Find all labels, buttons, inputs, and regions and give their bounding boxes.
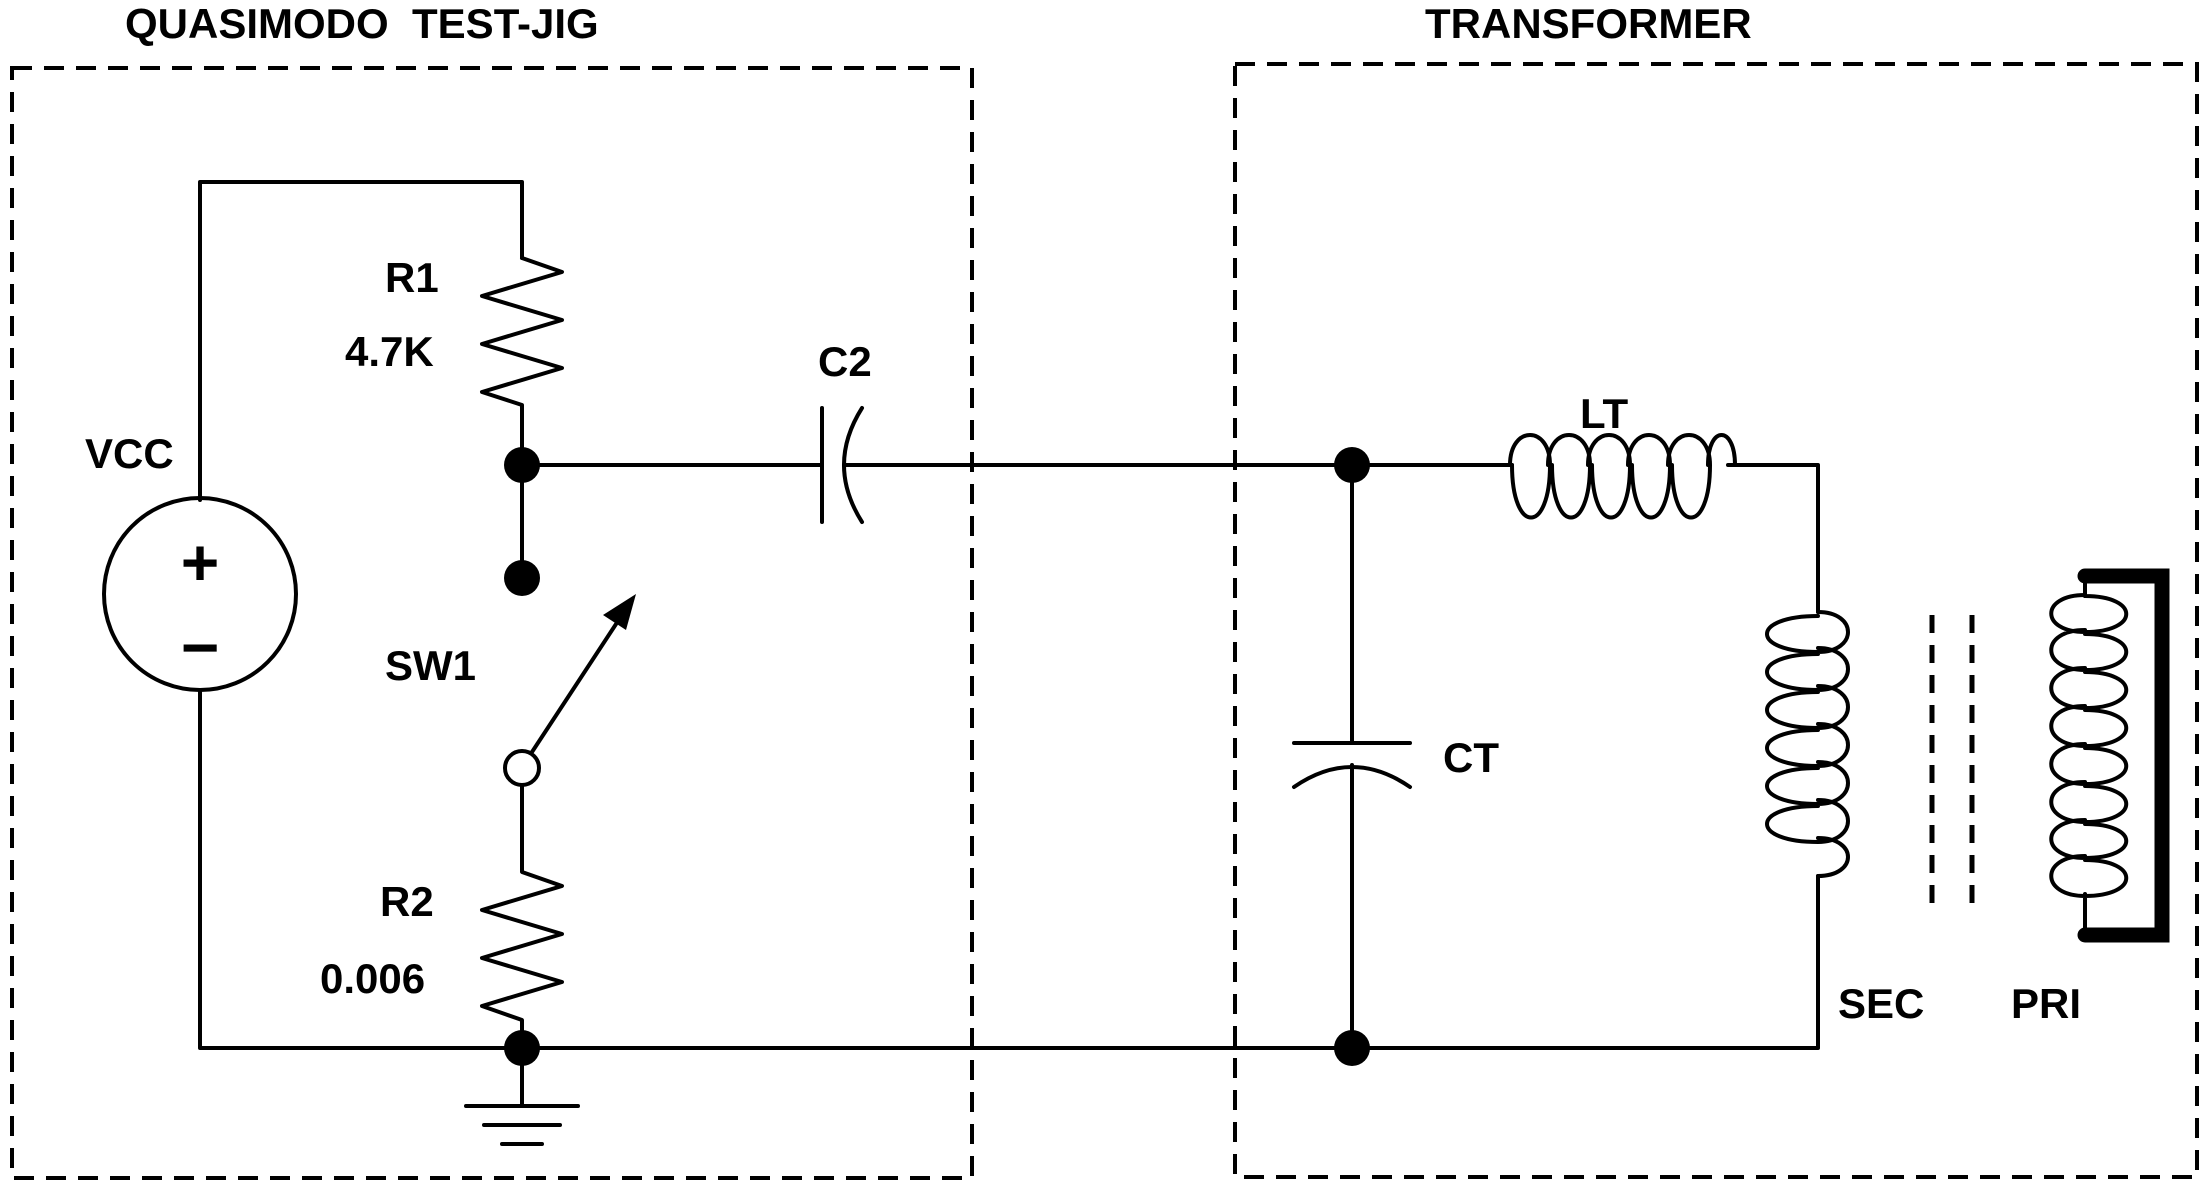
switch-lever (530, 616, 622, 754)
lt-label: LT (1580, 390, 1629, 437)
r1-value: 4.7K (345, 328, 434, 375)
vcc-top-wire (198, 180, 524, 502)
pri-label: PRI (2011, 980, 2081, 1027)
test-jig-title: QUASIMODO TEST-JIG (125, 0, 599, 47)
ct-label: CT (1443, 734, 1499, 781)
transformer-boundary (1233, 62, 2199, 1179)
switch-fixed-contact (504, 560, 540, 596)
pri-shorting-strap (2077, 568, 2170, 943)
lt-right-wire (1726, 463, 1820, 614)
sec-winding (1765, 610, 1850, 878)
ground-icon (464, 1046, 580, 1146)
test-jig-boundary (10, 66, 974, 1180)
switch-pivot-contact (503, 749, 541, 787)
r2-resistor (480, 783, 564, 1050)
c2-label: C2 (818, 338, 872, 385)
sw1-label: SW1 (385, 642, 476, 689)
transformer-title: TRANSFORMER (1425, 0, 1752, 47)
pri-winding (2049, 593, 2129, 932)
lt-inductor (1508, 433, 1737, 520)
ground-return-wire (520, 874, 1820, 1050)
vcc-source: + − (102, 496, 298, 692)
r1-resistor (480, 256, 564, 467)
vcc-label: VCC (85, 430, 174, 477)
sec-label: SEC (1838, 980, 1924, 1027)
vcc-plus-sign: + (181, 525, 220, 599)
r1-label: R1 (385, 254, 439, 301)
switch-arrowhead (603, 594, 636, 630)
vcc-minus-sign: − (181, 610, 220, 684)
r2-label: R2 (380, 878, 434, 925)
vcc-bottom-wire (198, 688, 524, 1050)
r2-value: 0.006 (320, 955, 425, 1002)
